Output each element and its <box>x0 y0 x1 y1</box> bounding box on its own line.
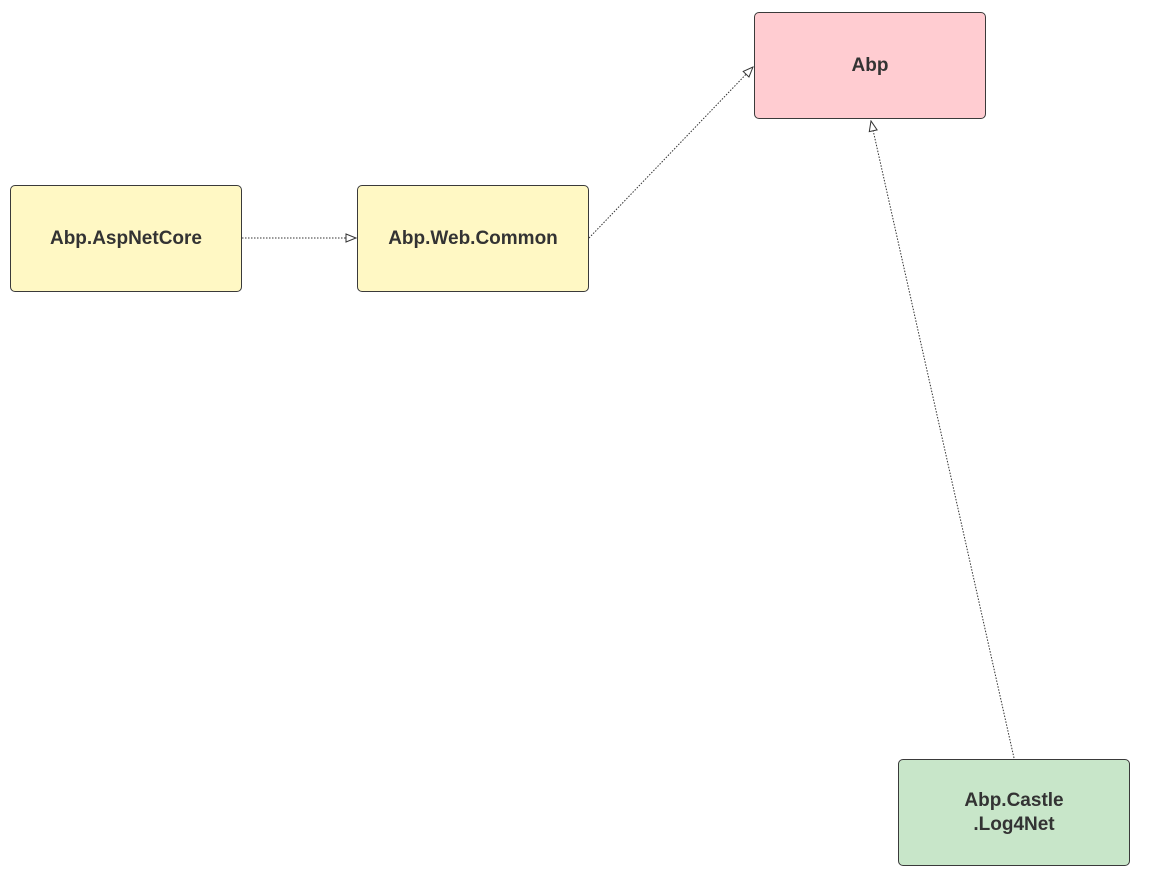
node-abp-aspnetcore-label: Abp.AspNetCore <box>49 227 202 249</box>
node-abp-web-common[interactable]: Abp.Web.Common <box>357 185 589 292</box>
node-abp-web-common-label: Abp.Web.Common <box>388 227 558 249</box>
node-abp-castle-log4net[interactable]: Abp.Castle .Log4Net <box>898 759 1130 866</box>
edge-castle-to-abp <box>871 121 1015 759</box>
node-abp-castle-log4net-label: Abp.Castle .Log4Net <box>964 789 1064 835</box>
node-abp-aspnetcore[interactable]: Abp.AspNetCore <box>10 185 242 292</box>
edge-webcommon-to-abp <box>588 67 753 239</box>
node-abp-label: Abp <box>851 54 889 76</box>
node-abp[interactable]: Abp <box>754 12 986 119</box>
